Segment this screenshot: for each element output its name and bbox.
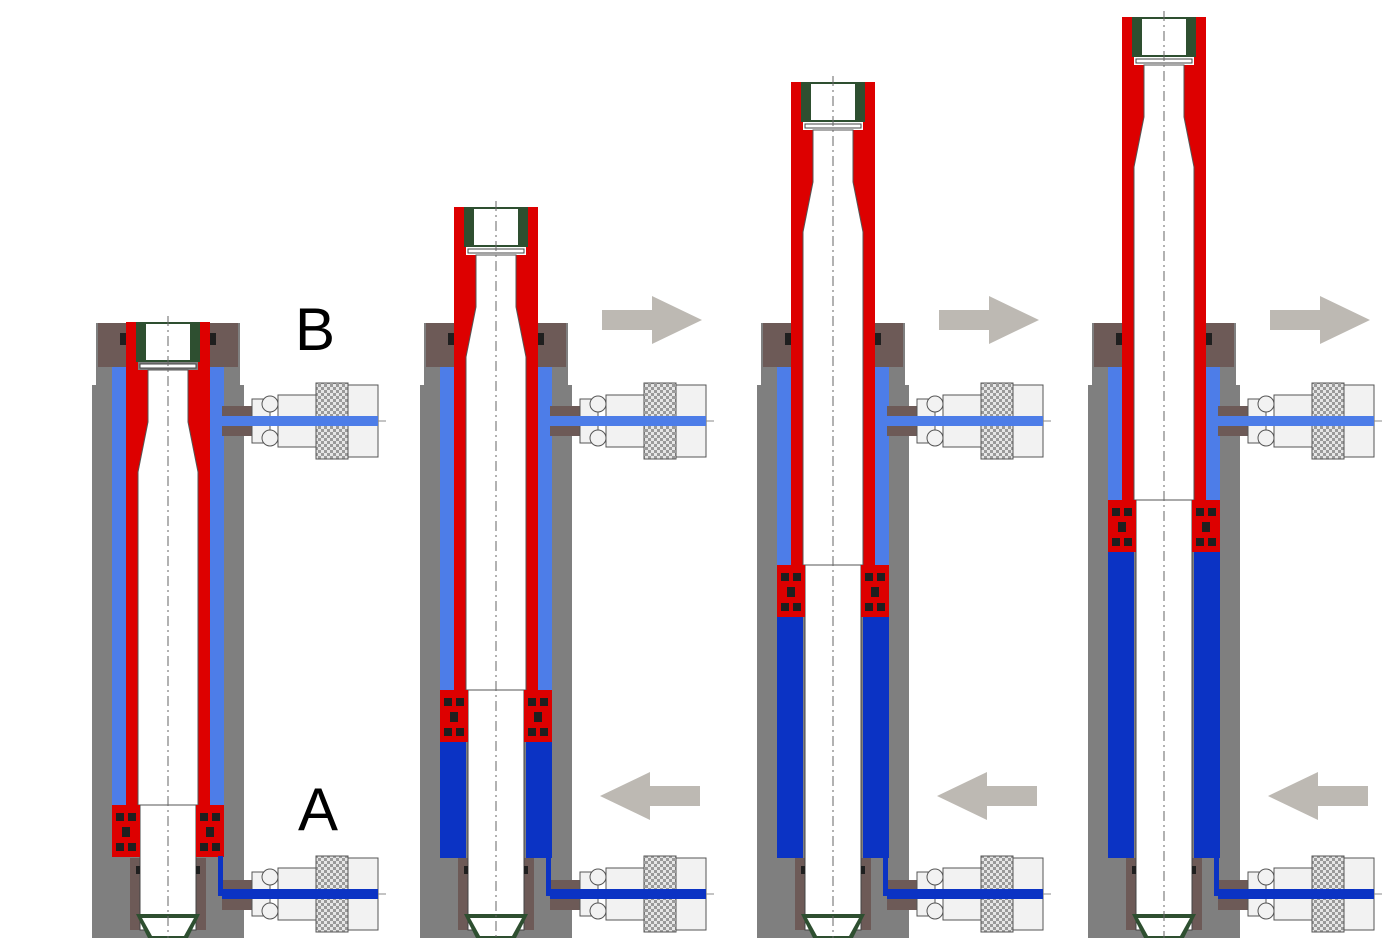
- outflow-arrow: [602, 296, 702, 344]
- outflow-arrow: [1270, 296, 1370, 344]
- cylinder-stage: [92, 316, 386, 938]
- outflow-arrow: [939, 296, 1039, 344]
- pressure-fluid-left: [1108, 552, 1134, 858]
- port-a-fitting: [222, 855, 386, 933]
- pressure-fluid-left: [777, 617, 803, 858]
- port-b-fitting: [222, 382, 386, 460]
- port-a-label: A: [298, 776, 338, 843]
- annulus-fluid-left: [112, 367, 126, 805]
- cylinder-stage: [1088, 11, 1382, 938]
- annulus-fluid-right: [1206, 367, 1220, 500]
- piston-left: [1108, 500, 1136, 552]
- port-b-fitting: [887, 382, 1051, 460]
- annulus-fluid-right: [210, 367, 224, 805]
- piston-left: [440, 690, 468, 742]
- piston-left: [777, 565, 805, 617]
- piston-right: [524, 690, 552, 742]
- pressure-fluid-right: [863, 617, 889, 858]
- annulus-fluid-left: [440, 367, 454, 690]
- cylinder-stage: [420, 201, 714, 938]
- piston-right: [1192, 500, 1220, 552]
- port-b-fitting: [1218, 382, 1382, 460]
- inflow-arrow: [937, 772, 1037, 820]
- annulus-fluid-left: [777, 367, 791, 565]
- port-a-fitting: [550, 855, 714, 933]
- inflow-arrow: [1268, 772, 1368, 820]
- pressure-fluid-left: [440, 742, 466, 858]
- port-a-fitting: [887, 855, 1051, 933]
- annulus-fluid-right: [538, 367, 552, 690]
- pressure-fluid-right: [1194, 552, 1220, 858]
- piston-right: [861, 565, 889, 617]
- annulus-fluid-right: [875, 367, 889, 565]
- annulus-fluid-left: [1108, 367, 1122, 500]
- piston-left: [112, 805, 140, 857]
- inflow-arrow: [600, 772, 700, 820]
- cylinder-stages: [92, 11, 1382, 938]
- pressure-fluid-right: [526, 742, 552, 858]
- cylinder-stage: [757, 76, 1051, 938]
- port-a-fitting: [1218, 855, 1382, 933]
- port-b-label: B: [295, 296, 335, 363]
- piston-right: [196, 805, 224, 857]
- port-b-fitting: [550, 382, 714, 460]
